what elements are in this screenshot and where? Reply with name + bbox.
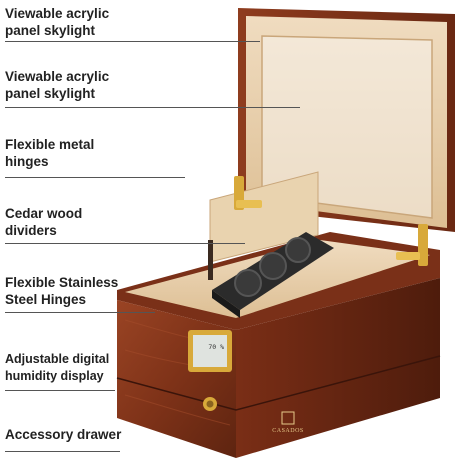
drawer-knob xyxy=(203,397,217,411)
humidifier xyxy=(212,232,334,318)
brand-emblem xyxy=(281,411,295,425)
leader-line xyxy=(5,41,260,42)
leader-line xyxy=(5,177,185,178)
hinge-left xyxy=(234,176,262,210)
leader-line xyxy=(5,243,245,244)
leader-line xyxy=(5,451,120,452)
humidity-display xyxy=(188,330,232,372)
acrylic-panel xyxy=(262,36,432,218)
leader-line xyxy=(5,312,155,313)
humidity-reading: 70 % xyxy=(208,343,224,351)
callout-accessory-drawer: Accessory drawer xyxy=(5,427,122,442)
divider-peg xyxy=(208,240,213,280)
leader-line xyxy=(5,107,300,108)
hinge-right xyxy=(396,224,428,266)
brand-name: CASADOS xyxy=(272,428,304,434)
leader-line xyxy=(5,390,115,391)
lid xyxy=(238,8,455,232)
